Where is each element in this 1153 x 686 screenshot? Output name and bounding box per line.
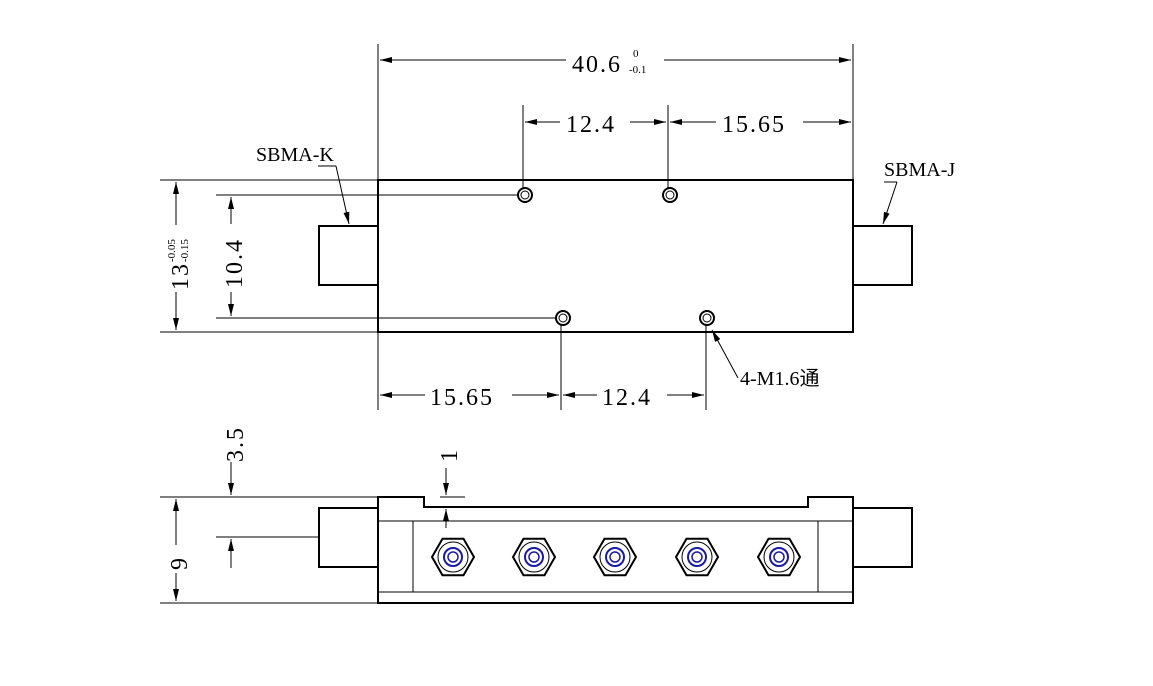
port-center-pin [447, 551, 459, 563]
left-connector-top [318, 225, 379, 286]
dim-height: 13 -0.05 -0.15 [166, 182, 194, 330]
rf-port-5 [756, 537, 802, 577]
hole-callout-label: 4-M1.6通 [740, 367, 819, 390]
right-connector-label: SBMA-J [884, 159, 955, 181]
port-blue-ring [769, 547, 789, 567]
left-connector-side [318, 507, 379, 568]
port-blue-ring [524, 547, 544, 567]
dim-hole-vertical-spacing-value: 10.4 [222, 238, 248, 288]
right-connector-side [852, 507, 913, 568]
port-blue-ring [687, 547, 707, 567]
mounting-hole-bottom-left [555, 310, 571, 326]
port-center-pin [773, 551, 785, 563]
port-outer-ring [681, 541, 713, 573]
top-view: 40.6 0 -0.1 12.4 15.65 15.65 12.4 [160, 44, 955, 411]
port-hex-nut [511, 537, 557, 577]
extension-lines-side [160, 496, 465, 604]
top-body-outline [377, 179, 854, 333]
dim-hole-vertical-spacing: 10.4 [222, 197, 248, 316]
port-outer-ring [763, 541, 795, 573]
port-blue-ring [443, 547, 463, 567]
dim-recess-depth: 1 [437, 448, 463, 528]
dim-recess-depth-value: 1 [437, 448, 463, 462]
dim-height-tol-lower: -0.15 [179, 239, 191, 262]
mounting-hole-bottom-right [699, 310, 715, 326]
dim-bottom-hole-spacing-value: 12.4 [602, 385, 652, 411]
rf-port-3 [592, 537, 638, 577]
dim-top-right-offset: 15.65 [670, 112, 851, 138]
rf-port-1 [430, 537, 476, 577]
dim-overall-length-tol-upper: 0 [633, 48, 639, 60]
port-outer-ring [437, 541, 469, 573]
port-blue-ring [605, 547, 625, 567]
port-hex-nut [756, 537, 802, 577]
extension-lines-top [160, 44, 854, 410]
rf-port-4 [674, 537, 720, 577]
rf-port-2 [511, 537, 557, 577]
mounting-hole-top-right [662, 187, 678, 203]
dim-top-right-offset-value: 15.65 [722, 112, 786, 138]
side-body-outline [377, 496, 854, 604]
right-connector-top [852, 225, 913, 286]
dim-height-tol-upper: -0.05 [166, 239, 178, 262]
dim-bottom-hole-spacing: 12.4 [563, 385, 704, 411]
port-center-pin [528, 551, 540, 563]
hole-callout: 4-M1.6通 [711, 329, 819, 390]
dim-height-value: 13 [168, 262, 194, 290]
dim-overall-length-value: 40.6 [572, 52, 622, 78]
port-outer-ring [518, 541, 550, 573]
port-center-pin [609, 551, 621, 563]
dim-bottom-left-offset: 15.65 [380, 385, 559, 411]
port-outer-ring [599, 541, 631, 573]
port-panel [412, 520, 819, 593]
port-hex-nut [592, 537, 638, 577]
dim-top-hole-spacing-value: 12.4 [566, 112, 616, 138]
mounting-hole-top-left [517, 187, 533, 203]
dim-bottom-left-offset-value: 15.65 [430, 385, 494, 411]
dim-step-height: 3.5 [223, 426, 249, 568]
dim-top-hole-spacing: 12.4 [525, 112, 666, 138]
port-center-pin [691, 551, 703, 563]
dim-total-height-value: 9 [167, 556, 193, 570]
side-view: 3.5 1 9 [160, 426, 913, 604]
right-connector-callout: SBMA-J [882, 159, 955, 225]
port-hex-nut [430, 537, 476, 577]
dim-total-height: 9 [167, 499, 193, 601]
dim-step-height-value: 3.5 [223, 426, 249, 462]
dim-overall-length-tol-lower: -0.1 [629, 64, 646, 76]
left-connector-callout: SBMA-K [256, 144, 350, 225]
dim-overall-length: 40.6 0 -0.1 [380, 48, 851, 78]
left-connector-label: SBMA-K [256, 144, 334, 166]
port-hex-nut [674, 537, 720, 577]
